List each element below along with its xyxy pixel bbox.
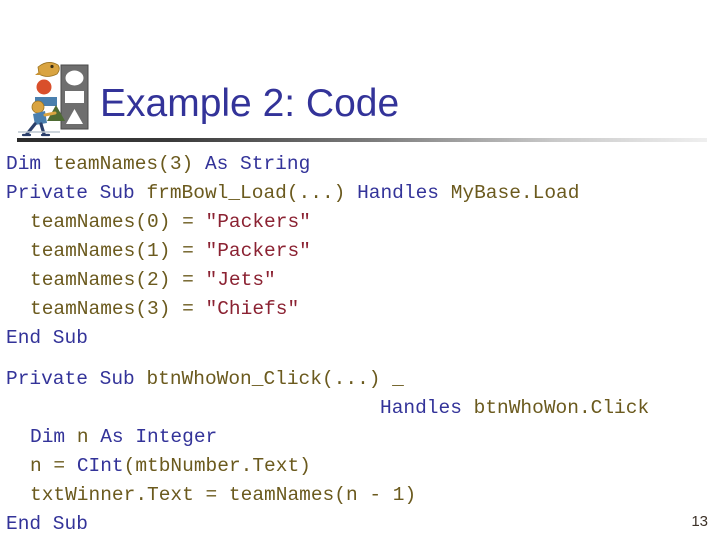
code-token-id: btnWhoWon.Click <box>473 397 650 419</box>
code-token-id: teamNames(3) <box>52 153 194 175</box>
code-token-kw: End Sub <box>6 513 88 535</box>
code-token-id: btnWhoWon_Click(...) _ <box>146 368 404 390</box>
code-token-id: n = <box>30 455 77 477</box>
code-token-kw: Handles <box>380 397 474 419</box>
code-token-id: txtWinner.Text = teamNames(n - 1) <box>30 484 417 506</box>
title-divider <box>17 138 707 142</box>
line-private-sub-btnwhowon-click: Private Sub btnWhoWon_Click(...) _ <box>0 365 720 394</box>
line-dim-teamnames: Dim teamNames(3) As String <box>0 150 720 179</box>
code-token-id: teamNames(0) = <box>30 211 206 233</box>
code-token-kw: CInt <box>76 455 124 477</box>
code-token-kw: As String <box>193 153 311 175</box>
line-txtwinner-assign: txtWinner.Text = teamNames(n - 1) <box>0 481 720 510</box>
code-token-id: teamNames(1) = <box>30 240 206 262</box>
code-token-kw: Private Sub <box>6 368 147 390</box>
code-token-str: "Packers" <box>205 211 311 233</box>
line-teamnames-1: teamNames(1) = "Packers" <box>0 237 720 266</box>
spacer-1 <box>0 353 720 365</box>
line-private-sub-frmbowl-load: Private Sub frmBowl_Load(...) Handles My… <box>0 179 720 208</box>
code-token-kw: Dim <box>30 426 77 448</box>
code-token-str: "Chiefs" <box>205 298 300 320</box>
code-token-kw: As Integer <box>88 426 218 448</box>
code-token-kw: End Sub <box>6 327 88 349</box>
page-title: Example 2: Code <box>100 82 400 125</box>
code-token-id: frmBowl_Load(...) <box>146 182 346 204</box>
line-dim-n-as-integer: Dim n As Integer <box>0 423 720 452</box>
code-token-kw: Handles <box>345 182 451 204</box>
code-token-str: "Packers" <box>205 240 311 262</box>
line-end-sub-2: End Sub <box>0 510 720 539</box>
code-token-id: n <box>76 426 89 448</box>
slide-header: Example 2: Code <box>0 0 720 148</box>
line-handles-btnwhowon-click: Handles btnWhoWon.Click <box>0 394 720 423</box>
code-token-id: MyBase.Load <box>450 182 580 204</box>
line-teamnames-0: teamNames(0) = "Packers" <box>0 208 720 237</box>
page-number: 13 <box>691 513 708 530</box>
line-teamnames-2: teamNames(2) = "Jets" <box>0 266 720 295</box>
people-sorting-shapes-clipart <box>14 57 96 139</box>
code-token-kw: Dim <box>6 153 53 175</box>
code-token-id: teamNames(3) = <box>30 298 206 320</box>
code-token-str: "Jets" <box>205 269 276 291</box>
code-token-id: (mtbNumber.Text) <box>123 455 311 477</box>
line-end-sub-1: End Sub <box>0 324 720 353</box>
line-n-assign-cint: n = CInt(mtbNumber.Text) <box>0 452 720 481</box>
code-token-kw: Private Sub <box>6 182 147 204</box>
line-teamnames-3: teamNames(3) = "Chiefs" <box>0 295 720 324</box>
code-token-id: teamNames(2) = <box>30 269 206 291</box>
